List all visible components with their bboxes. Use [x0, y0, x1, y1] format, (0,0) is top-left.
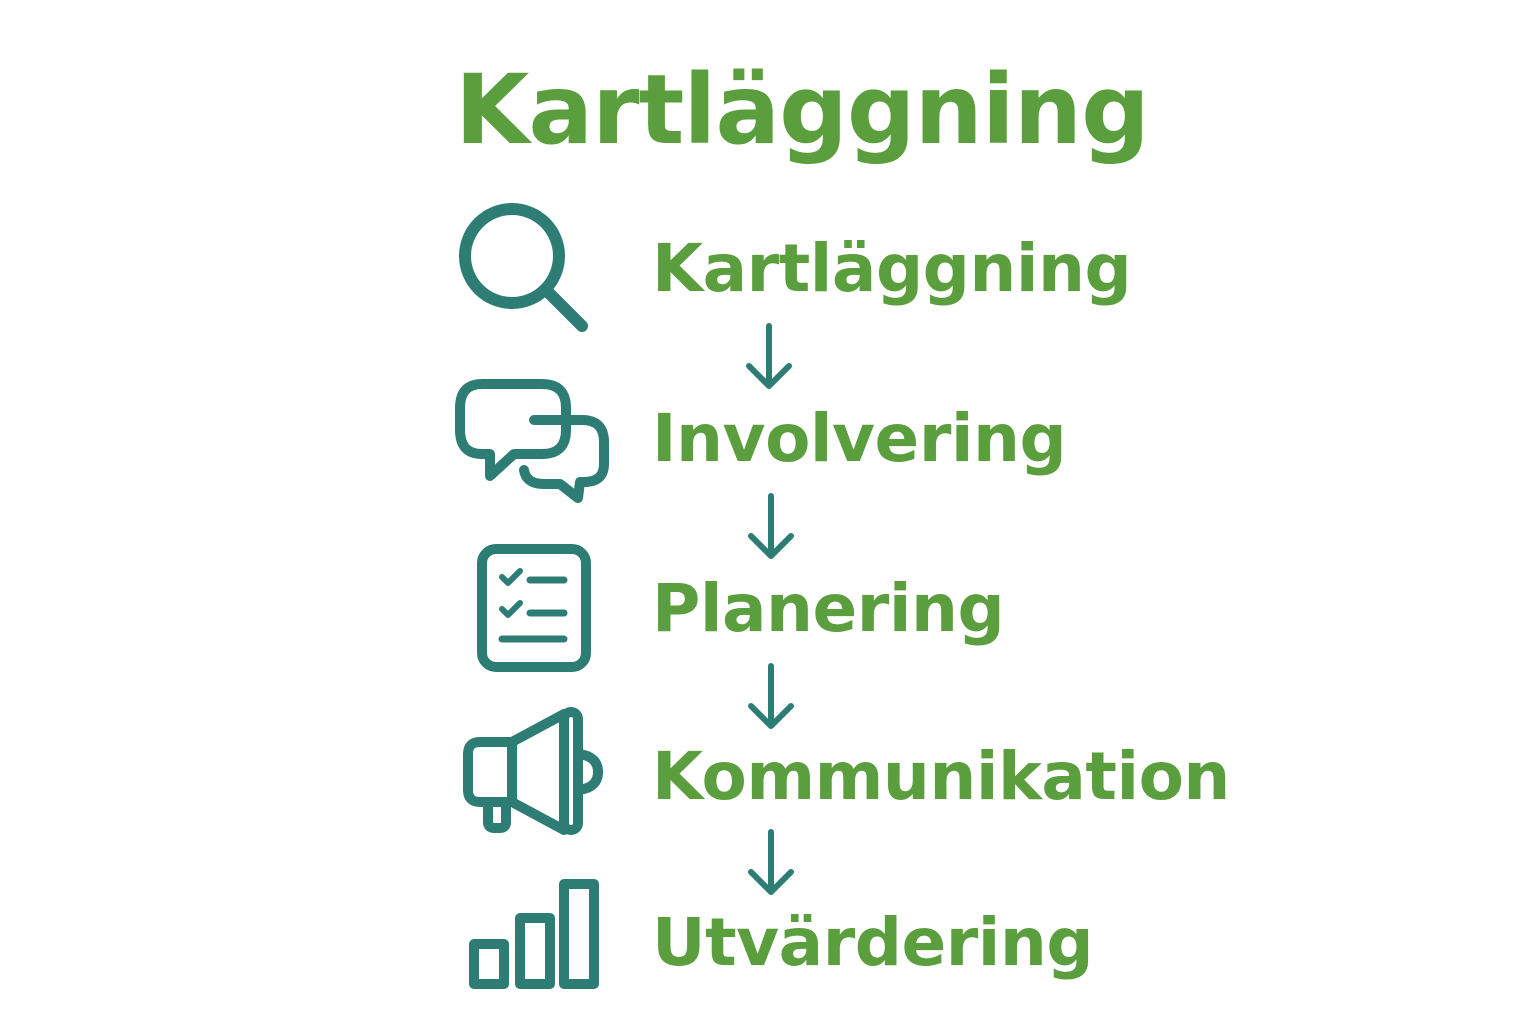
- arrow-down-icon: [746, 323, 792, 389]
- step-label-kartlaggning: Kartläggning: [652, 230, 1132, 307]
- checklist-icon: [477, 544, 591, 672]
- megaphone-icon: [463, 707, 603, 835]
- chat-bubbles-icon: [455, 379, 609, 503]
- arrow-down-icon: [748, 493, 794, 559]
- page-title: Kartläggning: [455, 54, 1150, 166]
- arrow-down-icon: [748, 663, 794, 729]
- step-label-kommunikation: Kommunikation: [652, 738, 1230, 815]
- step-label-planering: Planering: [652, 570, 1005, 647]
- step-label-involvering: Involvering: [652, 400, 1067, 477]
- step-label-utvardering: Utvärdering: [652, 904, 1094, 981]
- arrow-down-icon: [748, 829, 794, 895]
- bar-chart-icon: [469, 879, 599, 989]
- search-icon: [459, 203, 588, 332]
